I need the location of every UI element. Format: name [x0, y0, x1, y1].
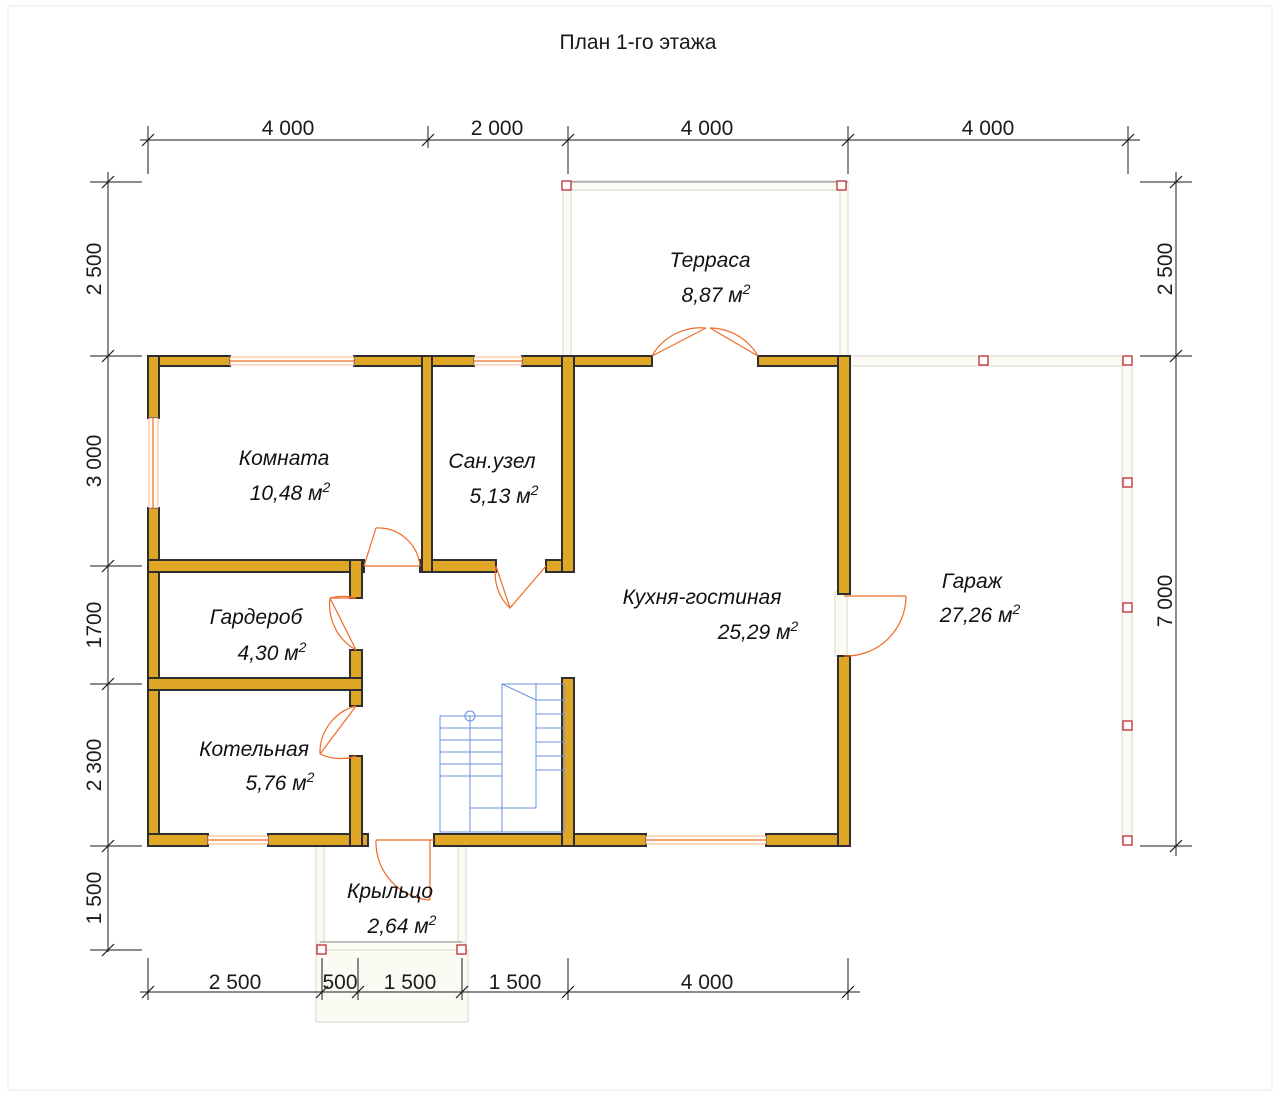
- room-porch: Крыльцо 2,64 м2: [347, 880, 437, 938]
- dim-left-1: 2 500: [83, 243, 106, 296]
- dim-top-1: 4 000: [262, 117, 315, 140]
- dimension-bottom: 2 500 500 1 500 1 500 4 000: [140, 958, 860, 1000]
- room-labels: Терраса 8,87 м2 Комната 10,48 м2 Сан.узе…: [199, 249, 1020, 938]
- dim-bottom-4: 1 500: [489, 971, 542, 994]
- room-area: 10,48 м2: [250, 479, 331, 505]
- walls: [147, 355, 851, 847]
- room-area: 25,29 м2: [717, 618, 799, 644]
- garage-outline: [834, 355, 1133, 843]
- dim-bottom-2: 500: [322, 971, 357, 994]
- dimension-left: 2 500 3 000 1700 2 300 1 500: [83, 172, 142, 957]
- room-wardrobe: Гардероб 4,30 м2: [210, 606, 307, 665]
- room-area: 4,30 м2: [238, 639, 307, 665]
- dim-bottom-1: 2 500: [209, 971, 262, 994]
- dim-right-1: 2 500: [1154, 243, 1177, 296]
- dimension-right: 2 500 7 000: [1140, 172, 1192, 856]
- room-garage: Гараж 27,26 м2: [939, 570, 1021, 627]
- staircase: [439, 683, 565, 833]
- room-bathroom: Сан.узел 5,13 м2: [448, 450, 538, 508]
- dim-top-3: 4 000: [681, 117, 734, 140]
- room-terrace: Терраса 8,87 м2: [669, 249, 750, 307]
- plan-title: План 1-го этажа: [560, 31, 717, 54]
- room-name: Гардероб: [210, 606, 304, 629]
- dim-bottom-3: 1 500: [384, 971, 437, 994]
- room-area: 27,26 м2: [939, 601, 1021, 627]
- dim-bottom-5: 4 000: [681, 971, 734, 994]
- dim-top-4: 4 000: [962, 117, 1015, 140]
- room-name: Котельная: [199, 738, 309, 761]
- room-area: 8,87 м2: [682, 281, 751, 307]
- dimension-top: 4 000 2 000 4 000 4 000: [140, 117, 1140, 174]
- porch-outline: [315, 839, 469, 1023]
- room-boiler: Котельная 5,76 м2: [199, 738, 315, 795]
- room-kitchen-living: Кухня-гостиная 25,29 м2: [623, 586, 799, 644]
- room-area: 5,76 м2: [246, 769, 315, 795]
- room-name: Крыльцо: [347, 880, 433, 903]
- dim-right-2: 7 000: [1154, 575, 1177, 628]
- dim-left-2: 3 000: [83, 435, 106, 488]
- room-komnata: Комната 10,48 м2: [239, 447, 331, 505]
- doors: [319, 327, 907, 901]
- dim-top-2: 2 000: [471, 117, 524, 140]
- room-area: 2,64 м2: [367, 912, 437, 938]
- room-name: Комната: [239, 447, 330, 470]
- dim-left-4: 2 300: [83, 739, 106, 792]
- room-name: Гараж: [942, 570, 1004, 593]
- room-name: Сан.узел: [448, 450, 535, 473]
- drawing-frame: [7, 5, 1273, 1091]
- dim-left-3: 1700: [83, 602, 106, 649]
- posts: [316, 180, 1133, 955]
- dim-left-5: 1 500: [83, 872, 106, 925]
- room-name: Кухня-гостиная: [623, 586, 782, 609]
- room-area: 5,13 м2: [470, 482, 539, 508]
- room-name: Терраса: [669, 249, 750, 272]
- windows: [148, 356, 767, 845]
